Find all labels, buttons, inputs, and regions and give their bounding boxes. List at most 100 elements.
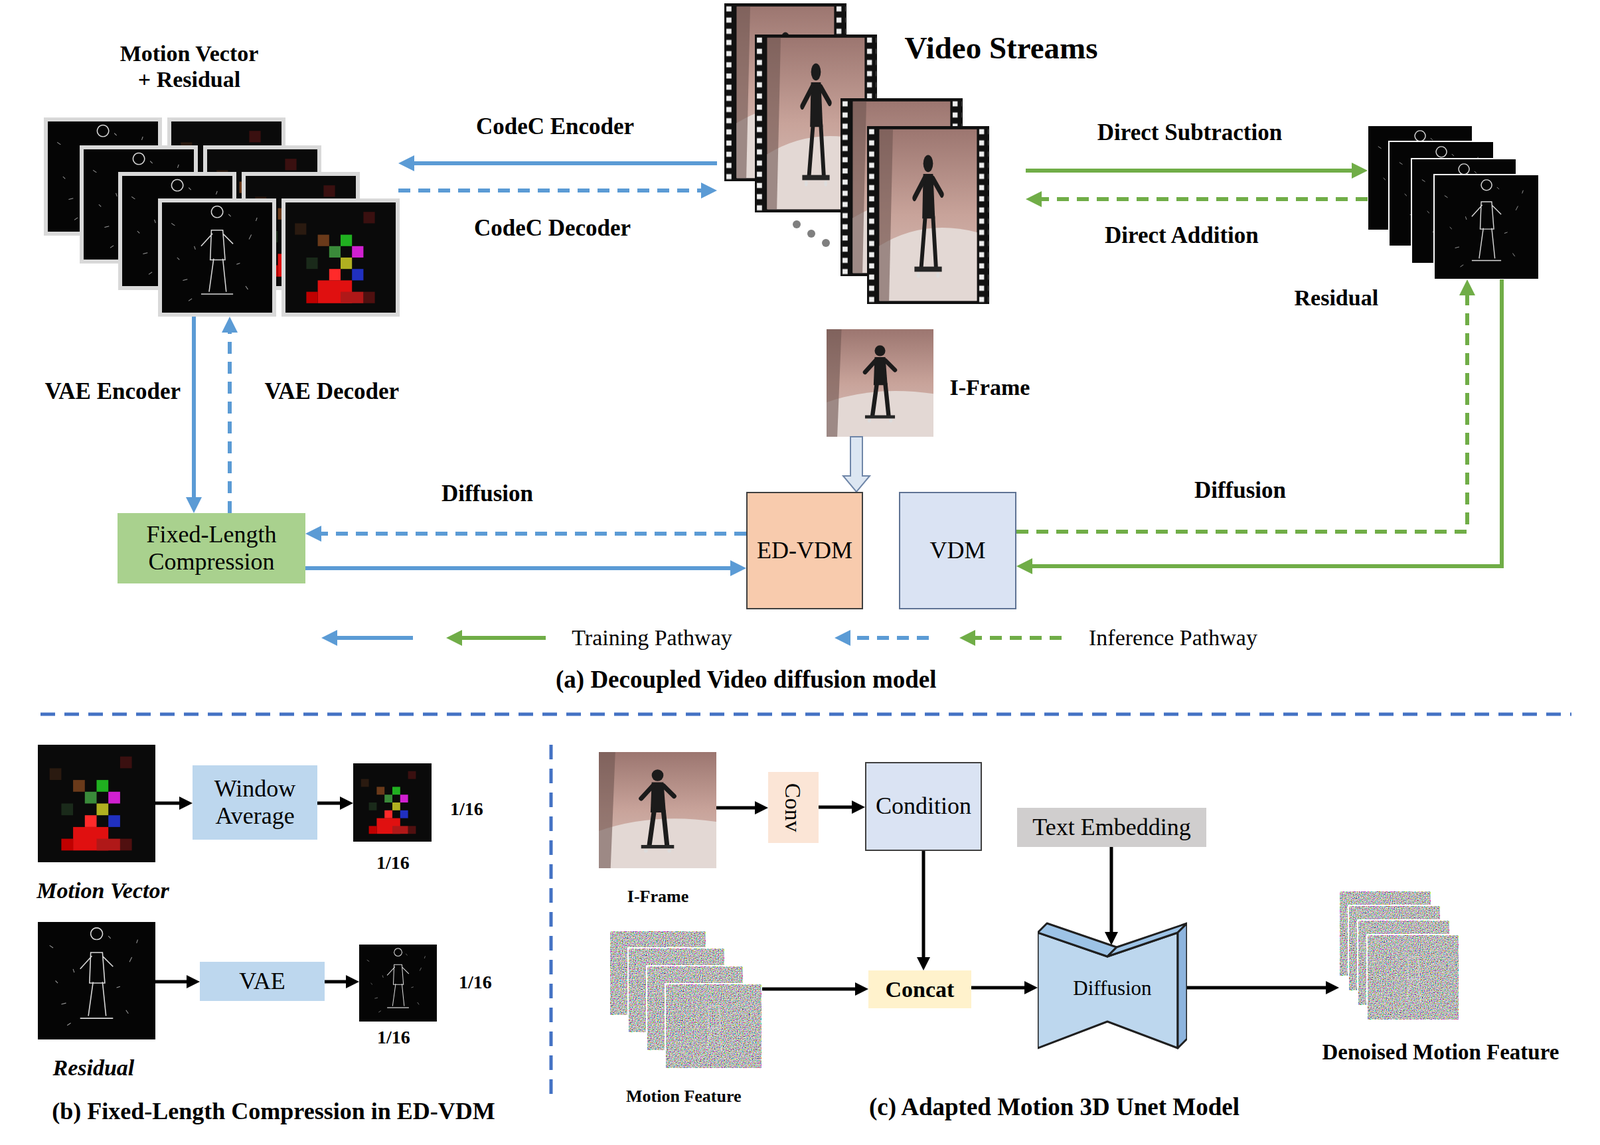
frame-border (160, 200, 275, 315)
residual-image-small: 1/161/16 (359, 944, 437, 1022)
node-text: Window Average (200, 775, 310, 831)
ellipsis-dot (821, 239, 830, 247)
mv-residual-stack (45, 119, 398, 315)
connector (1031, 197, 1368, 202)
frame-border (283, 200, 398, 315)
edge-label: Diffusion (441, 480, 534, 508)
unet-face (1107, 923, 1188, 957)
node-text: Condition (875, 792, 972, 820)
residual-image-small (359, 944, 437, 1022)
node-text: Conv (780, 783, 806, 833)
noise-frame (1366, 934, 1460, 1021)
connector (155, 980, 196, 984)
node-label: Motion Feature (626, 1086, 742, 1107)
edge-label: CodeC Decoder (474, 215, 631, 242)
connector (317, 801, 349, 806)
edge-label: VAE Encoder (45, 378, 182, 405)
connector (155, 801, 188, 806)
i-frame-image: I-Frame (826, 329, 934, 437)
mv-image (37, 744, 156, 863)
edge-label: CodeC Encoder (476, 113, 635, 141)
connector (324, 980, 355, 984)
connector (305, 566, 741, 571)
frame-border (1434, 174, 1539, 280)
connector (227, 321, 232, 514)
unet-face (1177, 923, 1188, 1049)
node-text: Text Embedding (1032, 813, 1191, 842)
connector (922, 851, 926, 966)
noise-stack: Denoised Motion Feature (1339, 890, 1460, 1021)
mv-image-small: 1/161/16 (353, 763, 432, 842)
edge-label: Direct Addition (1104, 222, 1259, 249)
frame-border (665, 983, 763, 1069)
node-text: Concat (885, 976, 955, 1003)
residual-stack (1367, 125, 1539, 280)
process-box: Fixed-Length Compression (117, 513, 306, 584)
process-box: Window Average (192, 765, 318, 840)
unet-shape: Diffusion (1037, 915, 1188, 1051)
model-box: VDM (898, 491, 1017, 610)
residual-stack: Residual (1367, 125, 1539, 280)
connector (818, 805, 861, 810)
connector (1025, 168, 1363, 173)
condition-box: Condition (865, 762, 982, 852)
mv-image: Motion Vector (37, 744, 156, 863)
i-frame-photo (826, 329, 934, 437)
denoised-stack (1339, 890, 1460, 1021)
connector (310, 531, 747, 536)
caption: (b) Fixed-Length Compression in ED-VDM (51, 1098, 495, 1126)
residual-frame (160, 200, 275, 315)
connector (1110, 847, 1114, 941)
node-text: VAE (239, 967, 285, 996)
process-box: VAE (199, 961, 325, 1002)
connector (1187, 986, 1335, 990)
node-label: 1/16 (376, 852, 410, 874)
image-stack: Motion Vector + Residual (45, 117, 399, 317)
i-frame-image: I-Frame (598, 752, 717, 869)
legend-arrow (839, 636, 929, 640)
node-label: Residual (1294, 284, 1379, 311)
node-label: Motion Vector + Residual (114, 40, 265, 93)
section-divider (40, 713, 1572, 717)
mv-frame (283, 200, 398, 315)
edge-label: VAE Decoder (264, 378, 400, 405)
connector (1016, 284, 1468, 532)
unet-face (1037, 923, 1117, 957)
video-stack: Video Streams (717, 3, 1026, 306)
motion-feature-stack (609, 930, 763, 1069)
residual-image: Residual (37, 922, 156, 1040)
node-label: I-Frame (950, 374, 1031, 401)
noise-frame (665, 983, 763, 1069)
legend-arrow (964, 636, 1062, 640)
node-label: Residual (53, 1054, 135, 1081)
node-label: I-Frame (627, 886, 689, 907)
connector (762, 987, 864, 992)
node-label: 1/16 (458, 971, 492, 994)
connector (403, 161, 718, 166)
caption: (c) Adapted Motion 3D Unet Model (869, 1093, 1240, 1122)
node-label: Motion Vector (36, 877, 169, 904)
connector (716, 806, 764, 810)
node-text: ED-VDM (756, 537, 853, 565)
edge-label: Diffusion (1194, 477, 1286, 504)
node-label: 1/16 (377, 1027, 411, 1049)
legend-arrow (326, 636, 413, 640)
edge-label: Direct Subtraction (1097, 119, 1282, 147)
noise-stack: Motion Feature (609, 930, 763, 1069)
legend-label: Inference Pathway (1088, 624, 1258, 651)
concat-box: Concat (868, 970, 972, 1009)
model-box: ED-VDM (746, 491, 864, 610)
legend-arrow (451, 636, 546, 640)
node-text: Diffusion (1072, 976, 1152, 1001)
ellipsis-dot (807, 229, 816, 238)
section-divider (549, 744, 554, 1099)
film-frame (867, 126, 990, 305)
legend-label: Training Pathway (571, 624, 732, 651)
block-arrow (843, 436, 870, 492)
node-label: Video Streams (904, 29, 1098, 66)
node-label: 1/16 (450, 798, 484, 820)
mv-image-small (353, 763, 432, 842)
caption: (a) Decoupled Video diffusion model (555, 665, 937, 695)
